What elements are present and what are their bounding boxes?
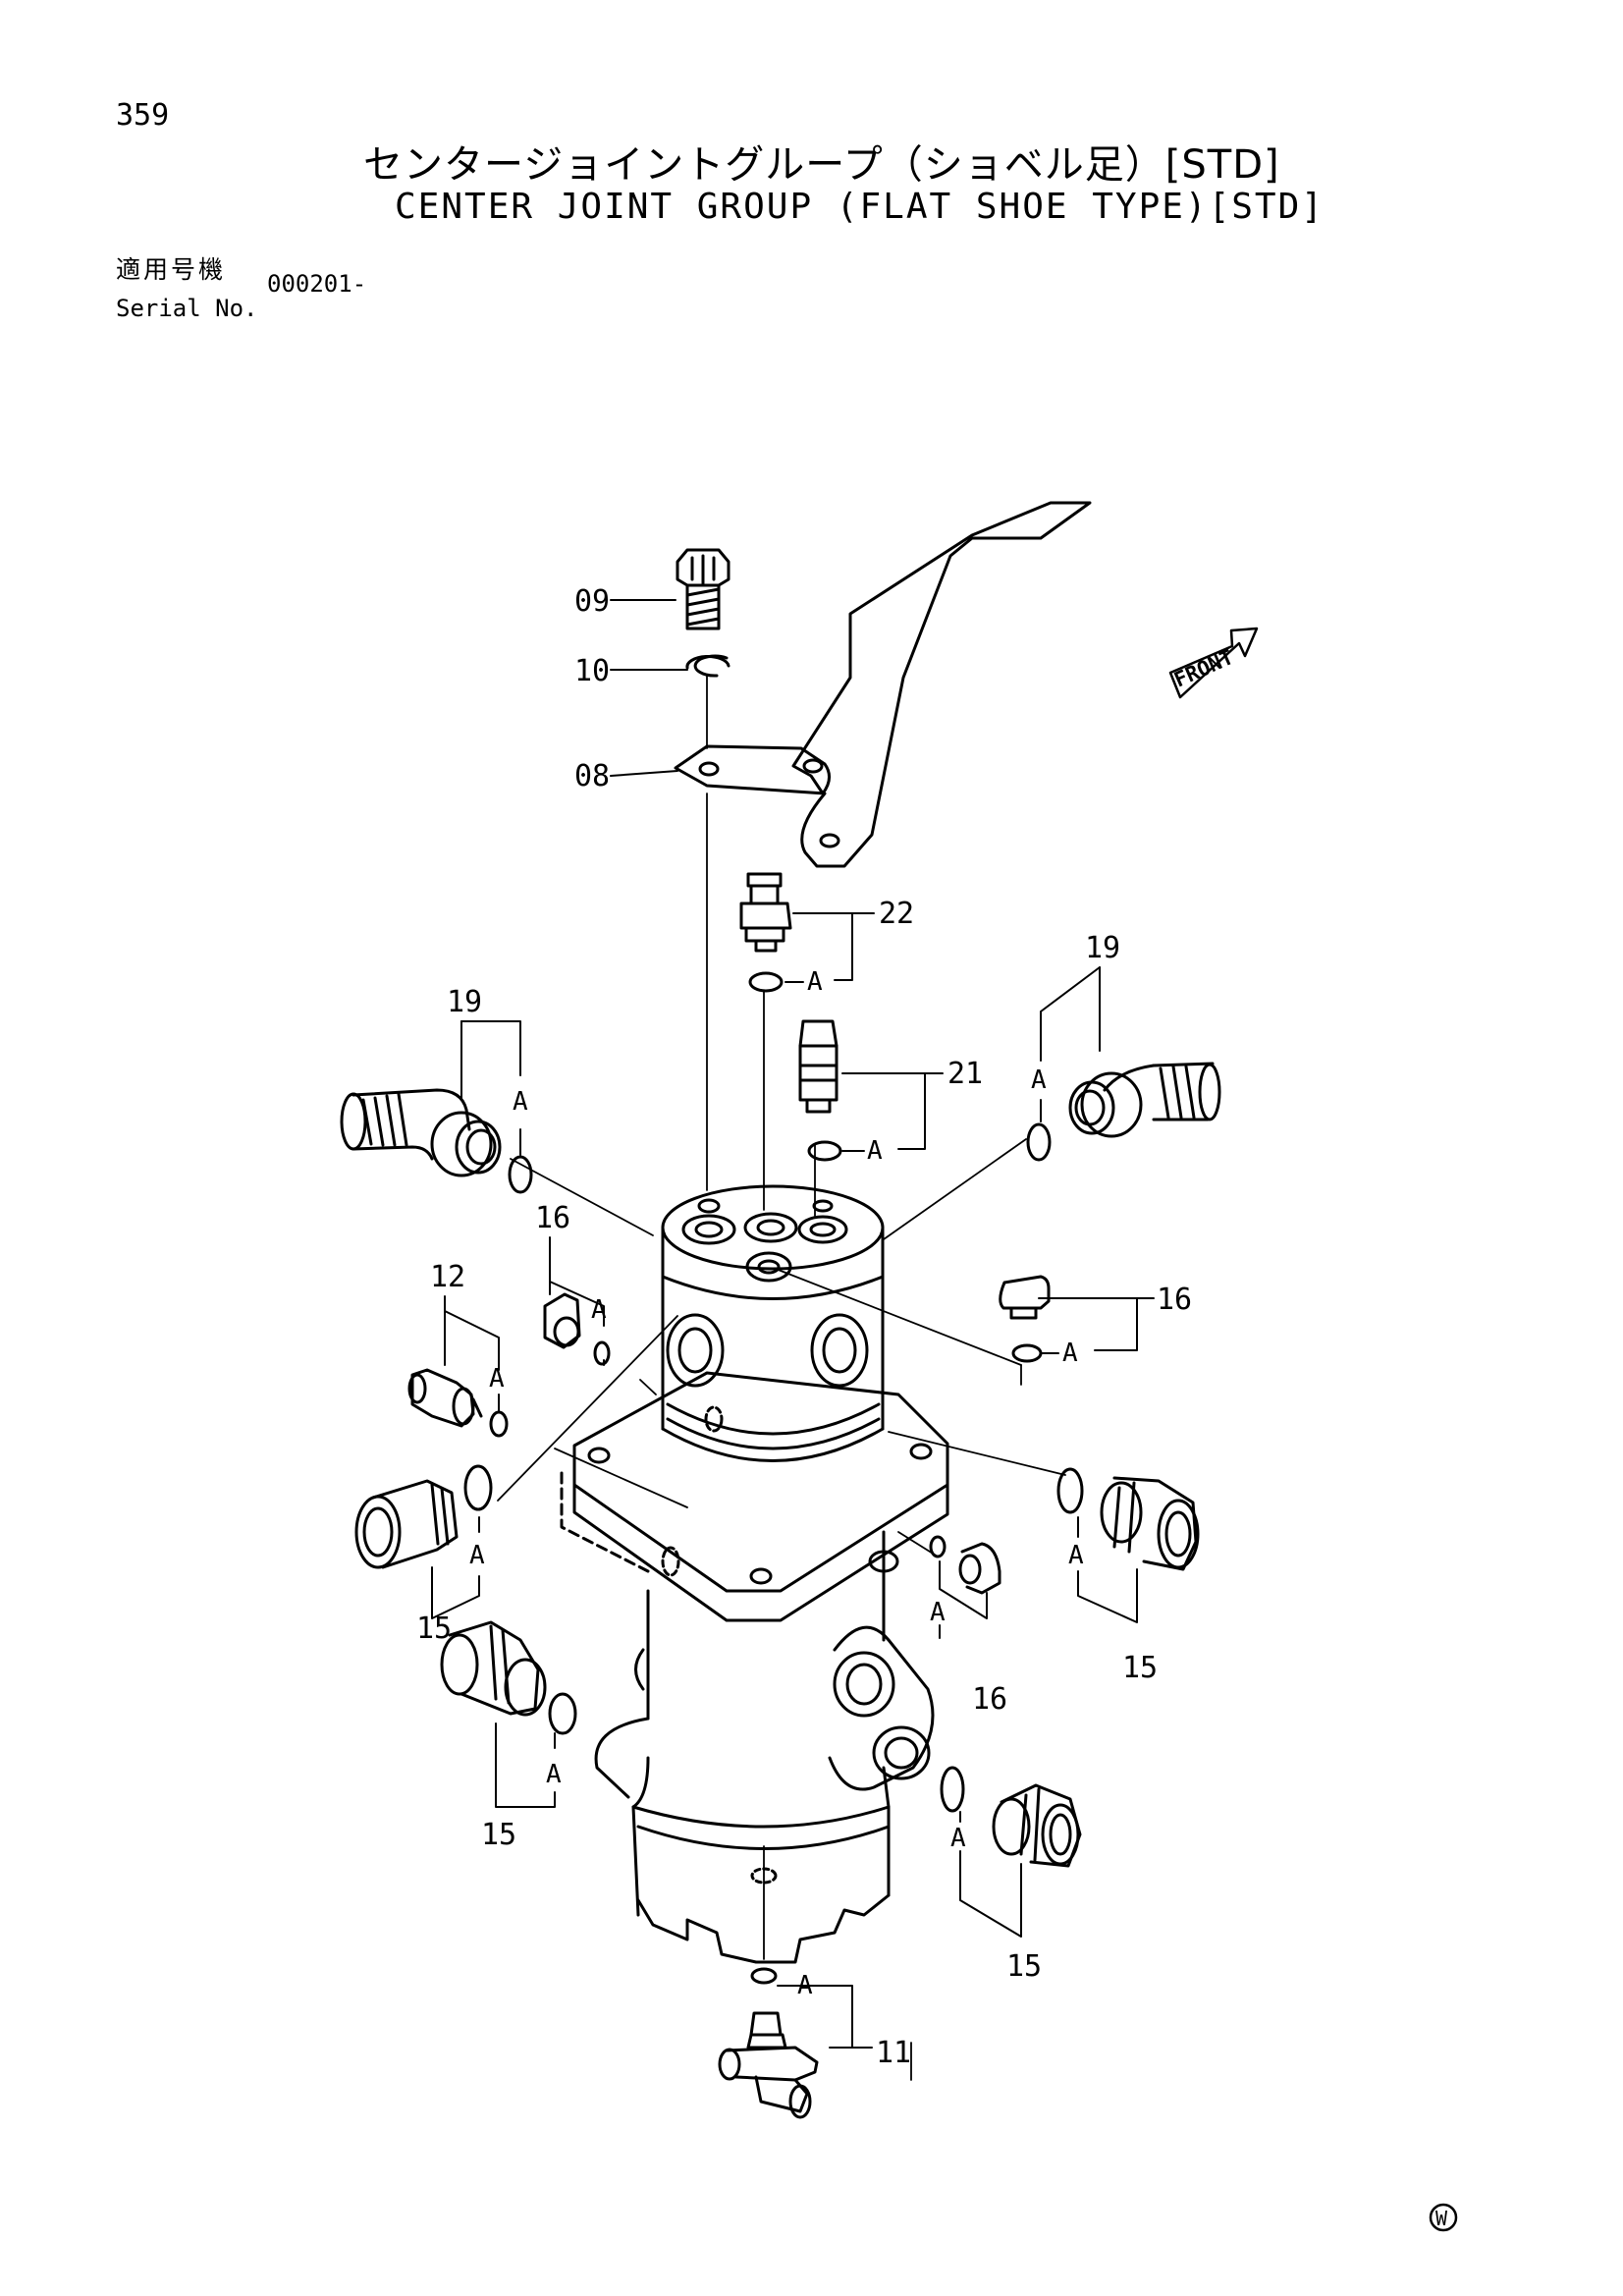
connector-letters: A A A A A A A A A A A A A — [469, 967, 1084, 2000]
callout-15-left-lower: 15 — [481, 1818, 516, 1852]
serial-label-english: Serial No. — [116, 295, 258, 322]
connector-a: A — [513, 1087, 528, 1117]
connector-a: A — [1062, 1339, 1078, 1368]
callout-19-left: 19 — [447, 985, 482, 1019]
copyright-mark-icon: W — [1429, 2203, 1458, 2232]
bolt-part — [676, 548, 730, 630]
serial-number-value: 000201- — [267, 270, 367, 298]
connector-15-right-upper — [1056, 1467, 1200, 1571]
copyright-letter: W — [1435, 2207, 1448, 2230]
connector-a: A — [546, 1760, 562, 1789]
fitting-22-part — [739, 872, 792, 993]
plug-16-lower — [929, 1535, 1001, 1595]
title-japanese: センタージョイントグループ（ショベル足）[STD] — [363, 142, 1280, 188]
connector-a: A — [797, 1971, 813, 2000]
callout-12: 12 — [430, 1260, 465, 1294]
connector-15-right-lower — [940, 1766, 1082, 1868]
connector-15-left-lower — [440, 1620, 577, 1735]
callout-15-right-lower: 15 — [1006, 1949, 1042, 1984]
callout-16-right: 16 — [1157, 1283, 1192, 1317]
callout-08: 08 — [574, 759, 610, 793]
front-arrow-icon: FRONT — [1168, 627, 1259, 699]
callout-22: 22 — [879, 897, 914, 931]
center-joint-body — [560, 1184, 949, 1964]
callout-numbers: 09 10 08 22 21 19 19 16 16 12 15 15 15 1… — [416, 584, 1192, 2070]
plug-16-left — [543, 1292, 611, 1366]
connector-a: A — [489, 1364, 505, 1394]
connector-a: A — [950, 1824, 966, 1853]
callout-15-right-upper: 15 — [1122, 1651, 1158, 1685]
connector-a: A — [930, 1598, 946, 1627]
connector-a: A — [1031, 1066, 1047, 1095]
title-english: CENTER JOINT GROUP (FLAT SHOE TYPE)[STD] — [395, 187, 1325, 227]
front-label: FRONT — [1170, 645, 1237, 692]
serial-label-japanese: 適用号機 — [116, 255, 227, 284]
callout-leaders — [431, 599, 1155, 2049]
connector-a: A — [807, 967, 823, 997]
page-number: 359 — [116, 98, 170, 133]
connector-a: A — [591, 1295, 607, 1325]
callout-21: 21 — [947, 1057, 983, 1091]
callout-16-lower: 16 — [972, 1682, 1007, 1717]
lock-washer-part — [685, 654, 730, 678]
callout-09: 09 — [574, 584, 610, 619]
callout-15-left-upper: 15 — [416, 1612, 452, 1646]
elbow-fitting-right-19 — [1026, 1062, 1221, 1162]
connector-a: A — [1068, 1541, 1084, 1570]
fitting-21-part — [798, 1019, 842, 1162]
callout-11: 11 — [876, 2036, 911, 2070]
elbow-fitting-left-19 — [340, 1088, 533, 1194]
callout-16-left: 16 — [535, 1201, 570, 1235]
tee-fitting-11 — [718, 1967, 819, 2119]
connector-a: A — [867, 1136, 883, 1166]
callout-19-right: 19 — [1085, 931, 1120, 965]
connector-15-left-upper — [354, 1464, 493, 1569]
plug-16-right — [999, 1275, 1051, 1363]
callout-10: 10 — [574, 654, 610, 688]
bracket-part — [674, 501, 1092, 868]
connector-a: A — [469, 1541, 485, 1570]
